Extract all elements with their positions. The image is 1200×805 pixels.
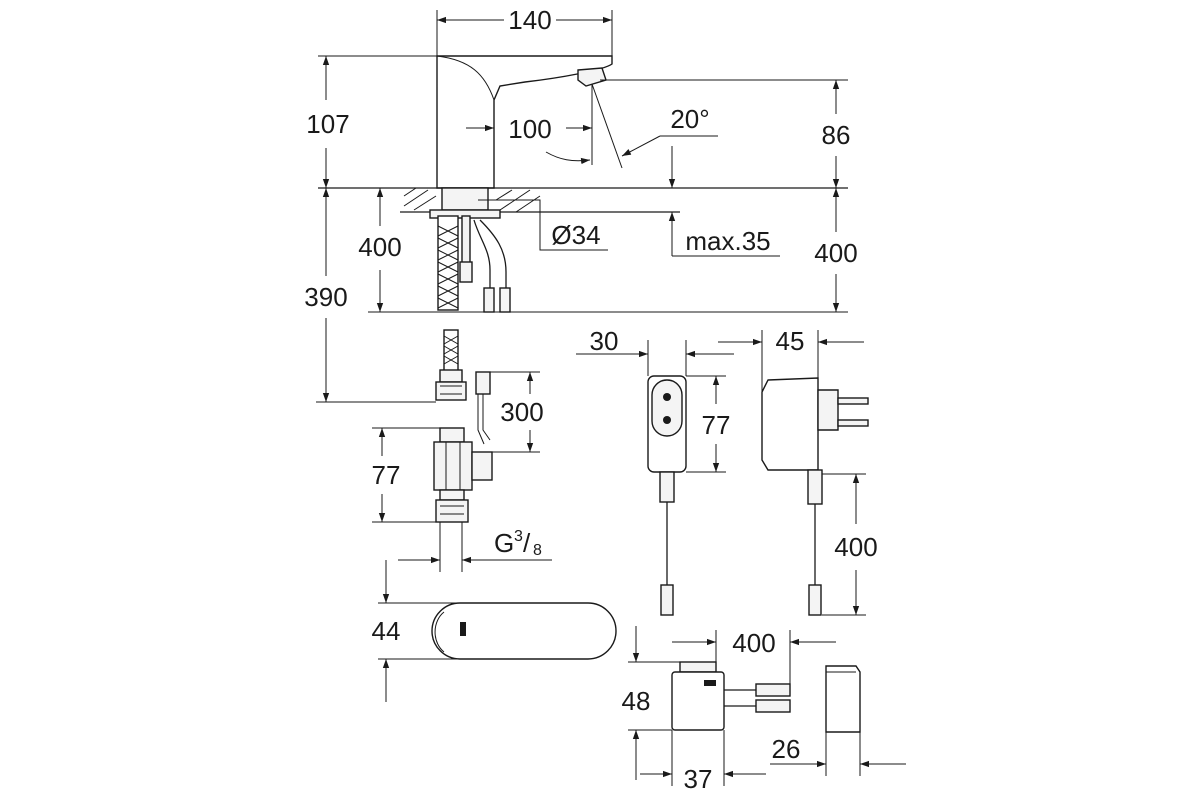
dim-faucet-height: 107	[306, 109, 349, 139]
dim-spout-top-width: 44	[372, 616, 401, 646]
hose-lower	[435, 329, 467, 401]
dim-sensor-angle: 20°	[670, 104, 709, 134]
dim-spout-clearance: 86	[822, 120, 851, 150]
dimension-lines	[316, 16, 906, 786]
control-box	[671, 661, 791, 731]
dim-adapter-width: 30	[590, 326, 619, 356]
dim-adapter-cable: 400	[834, 532, 877, 562]
dim-cover-depth: 26	[772, 734, 801, 764]
dim-thread-numerator: 3	[514, 528, 523, 545]
dim-box-height: 48	[622, 686, 651, 716]
dimension-labels: 140 107 100 20° 86 Ø34 max.35 400 390 40…	[304, 5, 877, 794]
dim-sensor-offset: 100	[508, 114, 551, 144]
power-adapter-side	[761, 377, 869, 616]
dim-thread-slash: /	[523, 528, 531, 558]
dim-mount-depth-right: 400	[814, 238, 857, 268]
dim-valve-height: 77	[372, 460, 401, 490]
dim-hole-diameter: Ø34	[551, 220, 600, 250]
dim-hose-length-left: 400	[358, 232, 401, 262]
power-adapter-front	[647, 375, 687, 616]
dim-thread-main: G	[494, 528, 514, 558]
supply-hoses	[437, 215, 511, 313]
dim-box-width: 37	[684, 764, 713, 794]
dim-hose-length-total: 390	[304, 282, 347, 312]
dim-thread-denominator: 8	[533, 542, 542, 559]
spout-top-view	[431, 602, 617, 660]
dim-adapter-height: 77	[702, 410, 731, 440]
solenoid-valve	[433, 371, 493, 523]
dim-cable-length: 300	[500, 397, 543, 427]
control-box-cover	[825, 665, 861, 733]
dim-spout-width: 140	[508, 5, 551, 35]
faucet-body	[436, 10, 623, 189]
dim-box-cable: 400	[732, 628, 775, 658]
dim-plug-depth: 45	[776, 326, 805, 356]
dim-max-thickness: max.35	[685, 226, 770, 256]
counter-top	[318, 187, 848, 219]
